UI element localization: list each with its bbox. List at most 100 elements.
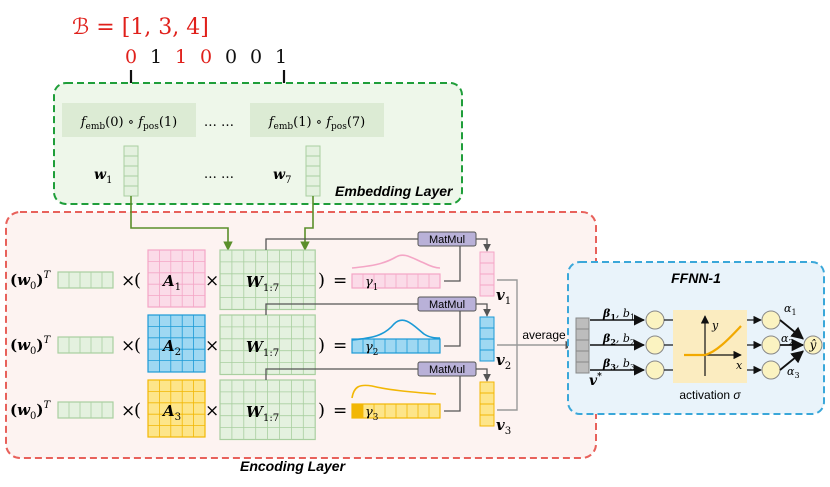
activated-node-1 bbox=[761, 310, 781, 330]
close-paren: ) bbox=[318, 335, 325, 356]
v2-cell bbox=[479, 349, 495, 362]
average-label: average bbox=[522, 328, 566, 342]
hidden-node-1 bbox=[645, 310, 665, 330]
embed-func-right: femb(1) ∘ fpos(7) bbox=[268, 115, 366, 132]
beta-label-1: β1, b1 bbox=[602, 307, 635, 322]
matmul-to-v-arrow bbox=[476, 368, 491, 382]
ffnn-title: FFNN-1 bbox=[671, 270, 721, 286]
v2-cell bbox=[479, 327, 495, 340]
v-star-cell bbox=[575, 361, 590, 374]
w7-cell bbox=[305, 175, 321, 187]
W-label: W1:7 bbox=[246, 338, 279, 359]
bit-4: 0 bbox=[225, 46, 237, 68]
w0-row-vector bbox=[57, 401, 114, 419]
output-label: ŷ bbox=[809, 338, 817, 352]
hidden-node-2 bbox=[645, 335, 665, 355]
v-label-1: v1 bbox=[496, 286, 511, 307]
A-label-1: A1 bbox=[161, 272, 181, 293]
gamma-to-matmul-line bbox=[444, 246, 461, 282]
times-sign: × bbox=[205, 336, 219, 356]
times-sign: × bbox=[205, 401, 219, 421]
embed-func-left: femb(0) ∘ fpos(1) bbox=[80, 115, 178, 132]
w7-cell bbox=[305, 155, 321, 167]
embed-func-right-box bbox=[250, 103, 384, 137]
w1-cell bbox=[123, 175, 139, 187]
gamma-label-2: γ2 bbox=[365, 340, 378, 358]
alpha-label-2: α2 bbox=[781, 332, 794, 347]
bit-6: 1 bbox=[275, 46, 287, 68]
matmul-label: MatMul bbox=[429, 234, 465, 246]
v1-cell bbox=[479, 273, 495, 286]
W-to-matmul-line bbox=[265, 238, 418, 250]
v1-cell bbox=[479, 251, 495, 264]
A-matrix-2 bbox=[147, 314, 206, 373]
times-sign: × bbox=[121, 401, 135, 421]
w7-cell bbox=[305, 145, 321, 157]
close-paren: ) bbox=[318, 270, 325, 291]
attention-curve-1 bbox=[351, 254, 441, 269]
w0-row-vector bbox=[57, 336, 114, 354]
hidden-node-3 bbox=[645, 360, 665, 380]
output-node bbox=[803, 335, 823, 355]
gamma-label-1: γ1 bbox=[365, 275, 378, 293]
v3-cell bbox=[479, 403, 495, 416]
alpha-label-1: α1 bbox=[784, 302, 797, 317]
v2-cell bbox=[479, 316, 495, 329]
v1-cell bbox=[479, 262, 495, 275]
w7-vector bbox=[305, 145, 321, 197]
alpha-arrow-3 bbox=[779, 350, 804, 371]
gamma-to-matmul-line bbox=[444, 376, 461, 412]
v2-cell bbox=[479, 338, 495, 351]
w0-row-vector bbox=[57, 271, 114, 289]
w1-vector bbox=[123, 145, 139, 197]
embed-ellipsis-top: … … bbox=[204, 115, 234, 130]
matmul-label: MatMul bbox=[429, 299, 465, 311]
open-paren: ( bbox=[134, 335, 141, 356]
v-star-cell bbox=[575, 350, 590, 363]
W-to-matmul-line bbox=[265, 368, 418, 380]
v-star-cell bbox=[575, 328, 590, 341]
activation-x-label: x bbox=[736, 359, 743, 372]
A-label-2: A2 bbox=[161, 337, 181, 358]
w1-cell bbox=[123, 185, 139, 197]
v-star-cell bbox=[575, 339, 590, 352]
w7-cell bbox=[305, 165, 321, 177]
W-label: W1:7 bbox=[246, 273, 279, 294]
W-to-matmul-line bbox=[265, 303, 418, 315]
A-matrix-3 bbox=[147, 379, 206, 438]
gamma3-highlight bbox=[352, 404, 363, 418]
attention-curve-2 bbox=[351, 319, 441, 341]
activated-node-3 bbox=[761, 360, 781, 380]
w1-cell bbox=[123, 165, 139, 177]
open-paren: ( bbox=[134, 270, 141, 291]
open-paren: ( bbox=[134, 400, 141, 421]
times-sign: × bbox=[205, 271, 219, 291]
v3-cell bbox=[479, 392, 495, 405]
times-sign: × bbox=[121, 336, 135, 356]
embed-ellipsis-bottom: … … bbox=[204, 167, 234, 182]
w0-transpose-label: (w0)T bbox=[10, 400, 52, 422]
bit-0: 0 bbox=[125, 46, 137, 68]
w0-transpose-label: (w0)T bbox=[10, 270, 52, 292]
w1-cell bbox=[123, 155, 139, 167]
matmul-to-v-arrow bbox=[476, 303, 491, 317]
close-paren: ) bbox=[318, 400, 325, 421]
equals-sign: = bbox=[333, 401, 347, 421]
activation-label: activation σ bbox=[679, 388, 741, 402]
beta-label-2: β2, b2 bbox=[602, 332, 635, 347]
v-label-3: v3 bbox=[496, 416, 511, 437]
w1-to-W-arrow bbox=[130, 196, 233, 251]
w7-cell bbox=[305, 185, 321, 197]
alpha-label-3: α3 bbox=[787, 365, 800, 380]
times-sign: × bbox=[121, 271, 135, 291]
bit-1: 1 bbox=[150, 46, 162, 68]
gamma-to-matmul-line bbox=[444, 311, 461, 347]
embed-func-left-box bbox=[62, 103, 196, 137]
v-label-2: v2 bbox=[496, 351, 511, 372]
w0-transpose-label: (w0)T bbox=[10, 335, 52, 357]
